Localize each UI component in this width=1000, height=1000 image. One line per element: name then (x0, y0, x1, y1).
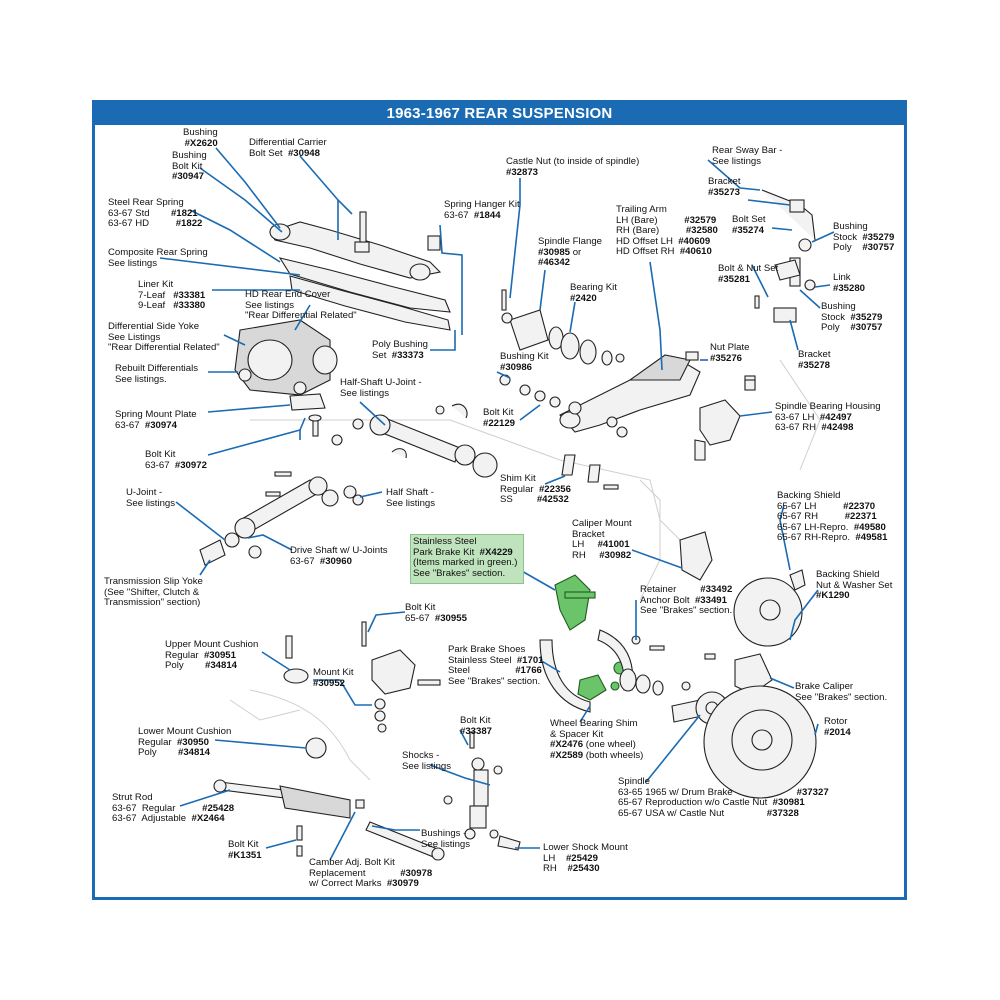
label-upper-mount-cushion: Upper Mount Cushion Regular #30951 Poly … (165, 639, 259, 672)
label-spindle-bearing-housing: Spindle Bearing Housing 63-67 LH #42497 … (775, 401, 881, 434)
trailing-arm-icon (559, 351, 756, 438)
label-steel-rear-spring: Steel Rear Spring 63-67 Std #1821 63-67 … (108, 197, 203, 230)
diagram-title: 1963-1967 REAR SUSPENSION (95, 103, 904, 125)
park-brake-kit-highlight (410, 534, 524, 584)
label-strut-rod: Strut Rod 63-67 Regular #25428 63-67 Adj… (112, 792, 235, 825)
label-bushing-stock-poly-upper: Bushing Stock #35279 Poly #30757 (833, 221, 895, 254)
label-link-35280: Link #35280 (833, 272, 866, 294)
label-caliper-mount-bracket: Caliper Mount Bracket LH #41001 RH #3098… (572, 518, 632, 561)
label-bushings: Bushings - See listings (421, 828, 471, 850)
spindle-bearing-housing-icon (694, 379, 756, 461)
label-bushing-kit-30986: Bushing Kit #30986 (500, 351, 549, 373)
label-lower-mount-cushion: Lower Mount Cushion Regular #30950 Poly … (138, 726, 232, 759)
label-spring-mount-plate: Spring Mount Plate 63-67 #30974 (115, 409, 197, 431)
label-spindle: Spindle 63-65 1965 w/ Drum Brake #37327 … (618, 776, 829, 819)
label-bearing-kit: Bearing Kit #2420 (570, 282, 617, 304)
label-camber-adj-bolt-kit: Camber Adj. Bolt Kit Replacement #30978 … (309, 857, 433, 890)
mount-bracket-icon (361, 621, 441, 733)
label-rotor: Rotor #2014 (824, 716, 851, 738)
label-trailing-arm: Trailing Arm LH (Bare) #32579 RH (Bare) … (616, 204, 718, 258)
label-composite-rear-spring: Composite Rear Spring See listings (108, 247, 208, 269)
label-shocks: Shocks - See listings (402, 750, 452, 772)
label-bolt-set-35274: Bolt Set #35274 (732, 214, 766, 236)
label-liner-kit: Liner Kit 7-Leaf #33381 9-Leaf #33380 (138, 279, 206, 312)
label-bolt-kit-30972: Bolt Kit 63-67 #30972 (145, 449, 207, 471)
steel-rear-spring-icon (269, 211, 451, 331)
label-u-joint: U-Joint - See listings (126, 487, 176, 509)
park-brake-kit-icon (554, 574, 627, 701)
drive-shaft-icon (199, 471, 364, 566)
rotor-icon (703, 685, 817, 799)
label-lower-shock-mount: Lower Shock Mount LH #25429 RH #25430 (543, 842, 628, 875)
label-diff-side-yoke: Differential Side Yoke See Listings "Rea… (108, 321, 220, 354)
label-bracket-35278: Bracket #35278 (798, 349, 831, 371)
label-ss-park-brake-kit: Stainless Steel Park Brake Kit #X4229 (I… (413, 536, 518, 579)
label-castle-nut: Castle Nut (to inside of spindle) #32873 (506, 156, 640, 178)
label-park-brake-shoes: Park Brake Shoes Stainless Steel #1701 S… (448, 644, 544, 687)
caliper-mount-bracket-icon (679, 531, 713, 581)
shock-absorber-icon (443, 731, 521, 851)
label-shim-kit: Shim Kit Regular #22356 SS #42532 (500, 473, 571, 506)
label-drive-shaft: Drive Shaft w/ U-Joints 63-67 #30960 (290, 545, 388, 567)
label-bushing-stock-poly-lower: Bushing Stock #35279 Poly #30757 (821, 301, 883, 334)
label-diff-carrier-bolt-set: Differential Carrier Bolt Set #30948 (249, 137, 327, 159)
label-backing-shield: Backing Shield 65-67 LH #22370 65-67 RH … (777, 490, 888, 544)
label-transmission-slip-yoke: Transmission Slip Yoke (See "Shifter, Cl… (104, 576, 203, 609)
rear-sway-bar-icon (754, 189, 816, 323)
label-rear-sway-bar: Rear Sway Bar - See listings (712, 145, 783, 167)
label-mount-kit: Mount Kit #30952 (313, 667, 354, 689)
spring-mount-plate-icon (289, 393, 343, 446)
half-shaft-icon (352, 403, 498, 478)
wheel-bearing-shim-icon (619, 635, 716, 696)
label-half-shaft-u-joint: Half-Shaft U-Joint - See listings (340, 377, 422, 399)
label-bushing-x2620: Bushing #X2620 (183, 127, 218, 149)
upper-mount-cushion-icon (283, 635, 309, 684)
label-rebuilt-differentials: Rebuilt Differentials See listings. (115, 363, 199, 385)
label-half-shaft: Half Shaft - See listings (386, 487, 436, 509)
label-bracket-35273: Bracket #35273 (708, 176, 741, 198)
label-bolt-kit-33387: Bolt Kit #33387 (460, 715, 493, 737)
label-brake-caliper: Brake Caliper See "Brakes" section. (795, 681, 888, 703)
label-bolt-nut-set: Bolt & Nut Set #35281 (718, 263, 779, 285)
label-bolt-kit-30955: Bolt Kit 65-67 #30955 (405, 602, 467, 624)
label-retainer-anchor-bolt: Retainer #33492 Anchor Bolt #33491 See "… (640, 584, 733, 617)
backing-shield-icon (733, 569, 806, 647)
label-wheel-bearing-shim: Wheel Bearing Shim & Spacer Kit #X2476 (… (550, 718, 644, 761)
shim-kit-icon (561, 454, 619, 490)
label-spring-hanger-kit: Spring Hanger Kit 63-67 #1844 (444, 199, 520, 221)
lower-mount-cushion-icon (305, 737, 327, 759)
label-nut-plate: Nut Plate #35276 (710, 342, 750, 364)
label-backing-shield-nut-washer: Backing Shield Nut & Washer Set #K1290 (816, 569, 893, 602)
strut-rod-icon (213, 779, 445, 861)
label-poly-bushing-set: Poly Bushing Set #33373 (372, 339, 428, 361)
ghost-outlines (229, 359, 821, 781)
label-bolt-kit-k1351: Bolt Kit #K1351 (228, 839, 262, 861)
label-hd-rear-end-cover: HD Rear End Cover See listings "Rear Dif… (245, 289, 357, 322)
bearing-kit-icon (499, 289, 625, 415)
label-bushing-bolt-kit: Bushing Bolt Kit #30947 (172, 150, 207, 183)
label-bolt-kit-22129: Bolt Kit #22129 (483, 407, 516, 429)
leader-lines (159, 147, 835, 861)
differential-icon (234, 319, 338, 396)
label-spindle-flange: Spindle Flange #30985 or #46342 (538, 236, 603, 269)
